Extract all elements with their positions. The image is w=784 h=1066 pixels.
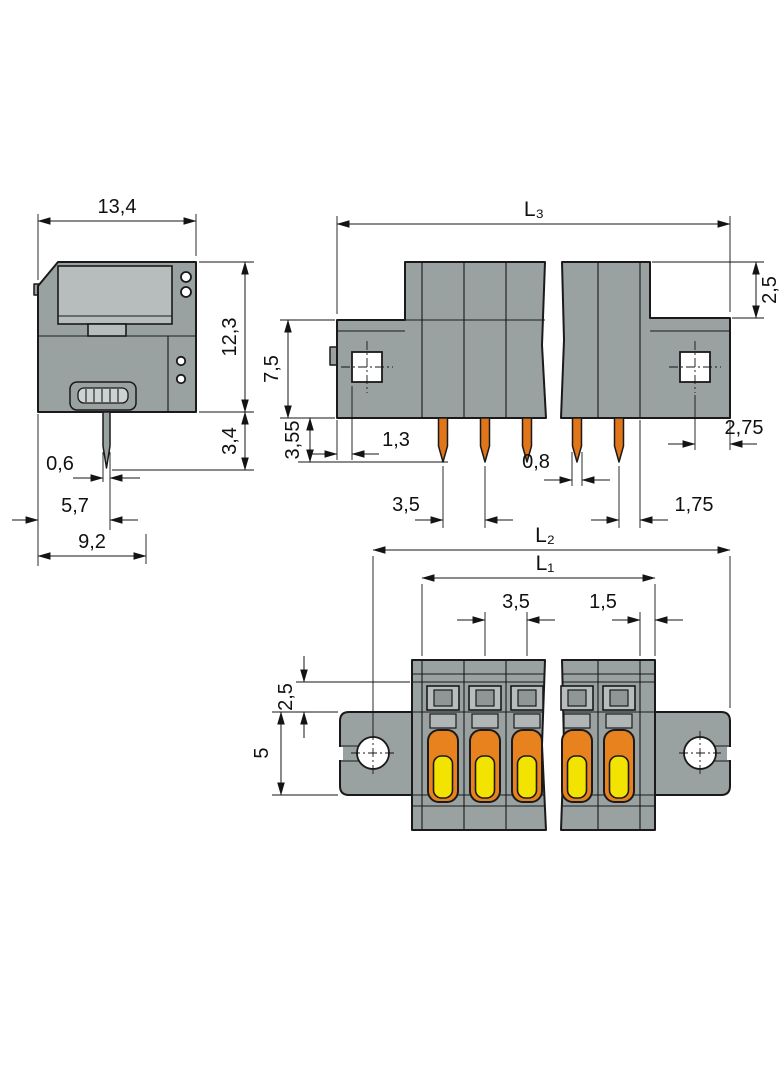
dim-end-pitch: 1,75 bbox=[591, 420, 713, 528]
solder-pin bbox=[613, 417, 625, 463]
housing-outline bbox=[560, 261, 731, 419]
pole-unit bbox=[468, 685, 502, 803]
slot-opening bbox=[337, 747, 343, 760]
front-view: L₃ 7,5 3,55 1,3 0,8 bbox=[261, 198, 781, 528]
dim-length-l2: L₂ bbox=[372, 524, 731, 738]
lever bbox=[566, 755, 588, 799]
dim-label-height: 12,3 bbox=[219, 318, 241, 357]
dim-label-end-pitch: 1,75 bbox=[675, 494, 714, 516]
solder-pin bbox=[571, 417, 583, 463]
slot-opening bbox=[727, 747, 733, 760]
pole-unit bbox=[510, 685, 544, 803]
dim-label-depth: 9,2 bbox=[78, 531, 106, 553]
dim-label-length-l1: L₁ bbox=[536, 552, 555, 575]
dim-flange-width: 5 bbox=[251, 711, 338, 796]
mounting-foot bbox=[329, 346, 338, 366]
dim-length-l1: L₁ bbox=[421, 552, 656, 656]
dim-flange-height: 7,5 bbox=[261, 319, 335, 419]
pole-unit bbox=[602, 685, 636, 803]
top-view: L₂ L₁ 3,5 1,5 2,5 bbox=[251, 524, 733, 831]
wire-entry-inner bbox=[475, 689, 495, 707]
test-port bbox=[175, 373, 187, 385]
solder-pin bbox=[479, 417, 491, 463]
dim-front-pin-width: 0,8 bbox=[522, 451, 610, 486]
wire-entry-inner bbox=[517, 689, 537, 707]
dim-label-pin-length: 3,4 bbox=[219, 427, 241, 455]
dim-label-total-width: 13,4 bbox=[98, 196, 137, 218]
cage-top bbox=[471, 713, 499, 729]
lever bbox=[516, 755, 538, 799]
dim-label-front-pitch: 3,5 bbox=[392, 494, 420, 516]
latch-inner bbox=[77, 387, 129, 404]
dim-edge-to-hole: 1,3 bbox=[310, 386, 410, 460]
lever bbox=[608, 755, 630, 799]
dim-top-pitch: 3,5 bbox=[457, 591, 555, 656]
dim-rim-depth: 2,5 bbox=[272, 656, 410, 738]
dim-label-rim-depth: 2,5 bbox=[275, 683, 297, 711]
solder-pin bbox=[521, 417, 533, 463]
cage-top bbox=[563, 713, 591, 729]
dim-label-flange-height: 7,5 bbox=[261, 355, 283, 383]
dim-label-end-gap: 1,5 bbox=[589, 591, 617, 613]
dim-front-pitch: 3,5 bbox=[392, 466, 513, 528]
cage-top bbox=[605, 713, 633, 729]
flange-right bbox=[654, 711, 733, 796]
dim-depth: 9,2 bbox=[37, 531, 147, 564]
front-panel bbox=[57, 265, 173, 325]
dim-label-pin-offset: 5,7 bbox=[61, 495, 89, 517]
dim-end-gap: 1,5 bbox=[589, 591, 683, 656]
dim-label-pin-protrusion: 3,55 bbox=[282, 421, 304, 460]
dim-label-length-l2: L₂ bbox=[535, 524, 555, 547]
test-port bbox=[175, 355, 187, 367]
dim-label-hole-to-edge: 2,75 bbox=[725, 417, 764, 439]
dim-pin-offset: 5,7 bbox=[12, 414, 138, 566]
test-port bbox=[180, 271, 192, 283]
housing-outline bbox=[336, 261, 547, 419]
dim-label-edge-to-hole: 1,3 bbox=[382, 429, 410, 451]
dim-label-front-pin-width: 0,8 bbox=[522, 451, 550, 473]
dim-pin-protrusion: 3,55 bbox=[282, 417, 448, 463]
dim-label-flange-width: 5 bbox=[251, 747, 273, 758]
dim-total-width: 13,4 bbox=[37, 196, 197, 280]
cage-top bbox=[513, 713, 541, 729]
flange-left bbox=[337, 711, 413, 796]
wire-entry-inner bbox=[567, 689, 587, 707]
lever bbox=[474, 755, 496, 799]
front-body-right bbox=[560, 261, 731, 419]
dim-label-step-height: 2,5 bbox=[759, 276, 781, 304]
dim-pin-length: 3,4 bbox=[112, 411, 254, 471]
dim-label-top-pitch: 3,5 bbox=[502, 591, 530, 613]
lever bbox=[432, 755, 454, 799]
dim-pin-width: 0,6 bbox=[46, 452, 140, 530]
solder-pins bbox=[437, 417, 625, 463]
dim-height: 12,3 bbox=[199, 261, 254, 413]
dim-step-height: 2,5 bbox=[652, 261, 781, 319]
dim-label-pin-width: 0,6 bbox=[46, 453, 74, 475]
dim-length-l3: L₃ bbox=[336, 198, 731, 314]
test-port bbox=[180, 286, 192, 298]
dim-label-length-l3: L₃ bbox=[524, 198, 544, 221]
pole-unit bbox=[560, 685, 594, 803]
dim-hole-to-edge: 2,75 bbox=[668, 395, 763, 450]
side-view: 13,4 12,3 3,4 0,6 5,7 bbox=[12, 196, 254, 566]
cage-top bbox=[429, 713, 457, 729]
panel-tab bbox=[87, 323, 127, 337]
solder-pin bbox=[437, 417, 449, 463]
wire-entry-inner bbox=[433, 689, 453, 707]
wire-entry-inner bbox=[609, 689, 629, 707]
solder-pin bbox=[102, 411, 111, 469]
side-body bbox=[33, 261, 197, 469]
front-body-left bbox=[329, 261, 547, 419]
pole-unit bbox=[426, 685, 460, 803]
